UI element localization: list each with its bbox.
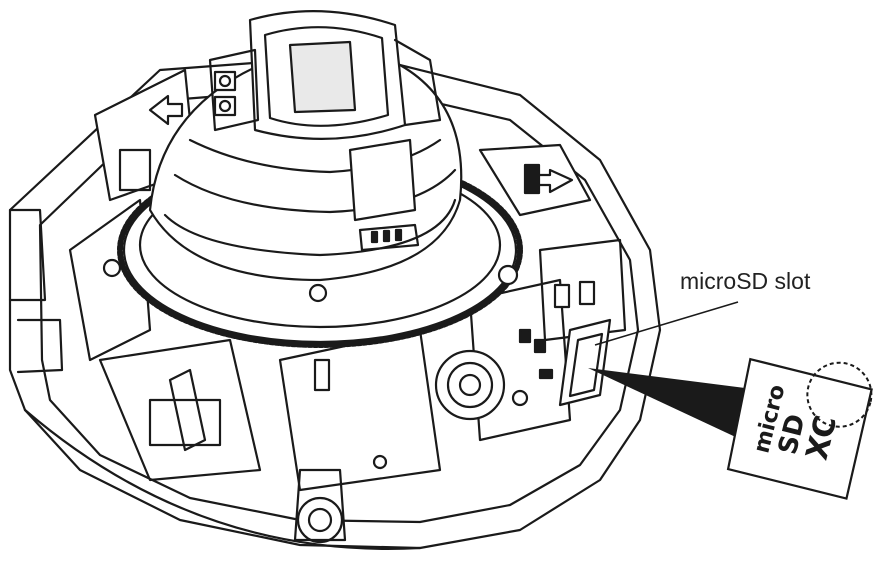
ir-lens	[434, 349, 506, 421]
card-insertion-beam	[588, 368, 745, 440]
screws	[102, 258, 529, 470]
microsd-slot-label: microSD slot	[680, 268, 811, 294]
callout-leader-line	[594, 301, 739, 346]
right-clip-tab	[478, 143, 592, 217]
lens-block	[208, 10, 442, 222]
microsd-card: micro SD XC	[726, 357, 873, 500]
microsd-slot	[558, 318, 612, 407]
